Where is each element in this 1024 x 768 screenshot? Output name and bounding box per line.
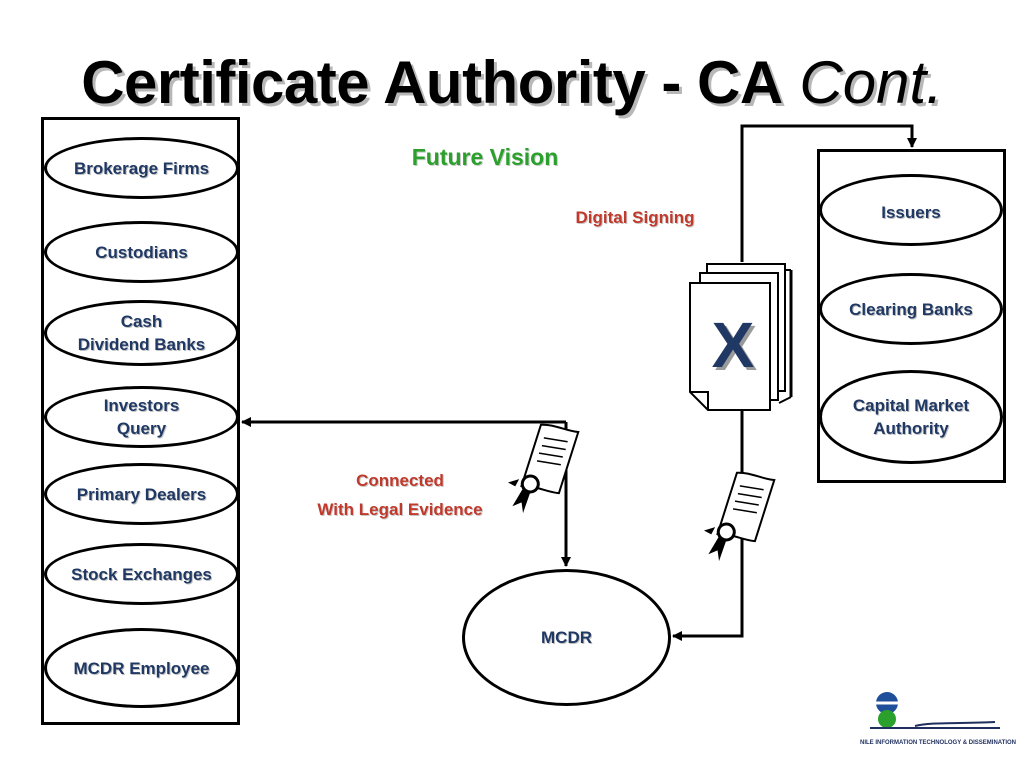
title-cont: Cont. (799, 49, 943, 116)
connected-line-1: Connected (356, 471, 444, 490)
entity-primary-dealers: Primary Dealers (44, 463, 239, 525)
entity-custodians: Custodians (44, 221, 239, 283)
entity-issuers: Issuers (819, 174, 1003, 246)
entity-cash-dividend-banks: Cash Dividend Banks (44, 300, 239, 366)
entity-stock-exchanges: Stock Exchanges (44, 543, 239, 605)
arrow-to-issuers-box (740, 124, 917, 262)
entity-clearing-banks: Clearing Banks (819, 273, 1003, 345)
entity-mcdr-employee: MCDR Employee (44, 628, 239, 708)
connected-legal-evidence-label: Connected With Legal Evidence (290, 466, 510, 524)
entity-brokerage-firms: Brokerage Firms (44, 137, 239, 199)
certificate-icon (507, 423, 580, 514)
digital-signing-label: Digital Signing (575, 208, 695, 227)
title-main: Certificate Authority - CA (81, 49, 783, 116)
connected-line-2: With Legal Evidence (317, 500, 483, 519)
slide-title: Certificate Authority - CA Cont. (0, 48, 1024, 118)
mcdr-node: MCDR (462, 569, 671, 706)
entity-capital-market-authority: Capital Market Authority (819, 370, 1003, 464)
logo-caption: NILE INFORMATION TECHNOLOGY & DISSEMINAT… (860, 740, 1016, 746)
certificate-icon (703, 471, 776, 562)
signed-document-stack (689, 263, 793, 411)
entity-investors-query: Investors Query (44, 386, 239, 448)
document-x-mark: X (711, 309, 755, 381)
future-vision-label: Future Vision (411, 144, 559, 170)
nile-logo-icon (870, 692, 1000, 729)
